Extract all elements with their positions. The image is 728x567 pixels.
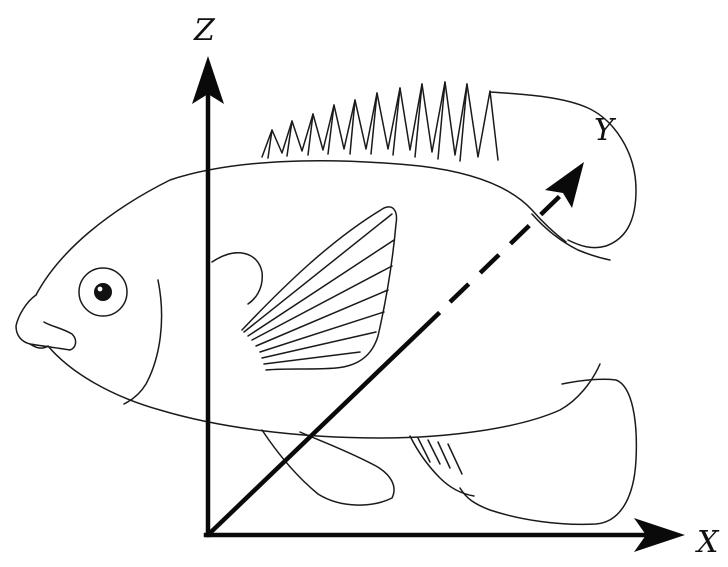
caudal-fin	[459, 378, 638, 526]
z-arrowhead-icon	[192, 56, 224, 104]
y-arrowhead-icon	[545, 162, 584, 208]
upper-tail-line	[531, 213, 611, 261]
soft-dorsal-fin	[489, 91, 637, 249]
y-axis-label: Y	[594, 113, 617, 148]
y-axis-solid	[206, 310, 442, 537]
y-axis-dashed	[448, 194, 562, 304]
body-outline	[35, 160, 567, 296]
dorsal-fin	[261, 81, 499, 162]
fish-illustration	[15, 81, 638, 526]
pectoral-fin	[241, 206, 398, 371]
z-axis-label: Z	[193, 13, 216, 48]
eye	[78, 267, 128, 317]
mouth	[15, 294, 77, 351]
gill-cover	[123, 279, 163, 405]
coordinate-axes	[192, 56, 685, 552]
x-axis-label: X	[695, 525, 720, 560]
anal-fin	[409, 435, 475, 497]
x-arrowhead-icon	[634, 518, 685, 552]
pelvic-fin	[261, 429, 395, 506]
